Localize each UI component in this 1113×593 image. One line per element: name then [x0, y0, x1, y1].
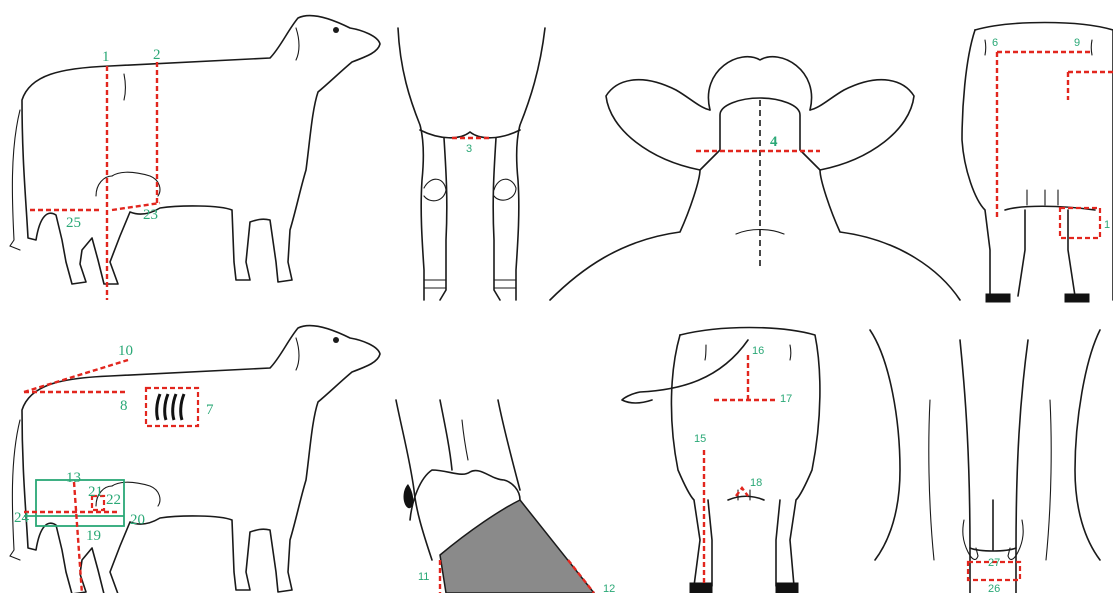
label-15: 15	[694, 433, 706, 445]
label-11: 11	[418, 571, 429, 583]
label-6: 6	[992, 37, 998, 49]
label-3: 3	[466, 143, 472, 155]
label-23: 23	[143, 207, 158, 223]
panel-udder-rear: 27 26	[870, 330, 1100, 593]
panel-rear-top: 6 9 1	[962, 23, 1113, 303]
label-16: 16	[752, 345, 764, 357]
label-27: 27	[988, 557, 1000, 569]
label-24: 24	[14, 510, 30, 526]
label-14: 1	[1104, 219, 1110, 231]
panel-head-top: 4	[550, 57, 960, 300]
label-2: 2	[153, 47, 161, 63]
label-18: 18	[750, 477, 762, 489]
panel-hoof: 11 12	[396, 400, 615, 593]
label-26: 26	[988, 583, 1000, 593]
label-9: 9	[1074, 37, 1080, 49]
label-19: 19	[86, 528, 101, 544]
label-13: 13	[66, 470, 81, 486]
panel-rear-tail: 16 17 15 18	[622, 328, 820, 593]
panel-cow-side-bottom: 10 8 7 13 21 22 20 24 19	[10, 326, 380, 593]
label-21: 21	[88, 484, 103, 500]
label-7: 7	[206, 402, 214, 418]
panel-front-legs: 3	[398, 28, 545, 300]
label-12: 12	[603, 583, 615, 593]
label-10: 10	[118, 343, 133, 359]
label-4: 4	[770, 134, 778, 150]
label-8: 8	[120, 398, 128, 414]
panel-cow-side-top: 1 2 25 23	[10, 16, 380, 300]
label-25: 25	[66, 215, 81, 231]
label-1: 1	[102, 49, 110, 65]
label-17: 17	[780, 393, 792, 405]
label-20: 20	[130, 512, 145, 528]
label-22: 22	[106, 492, 121, 508]
